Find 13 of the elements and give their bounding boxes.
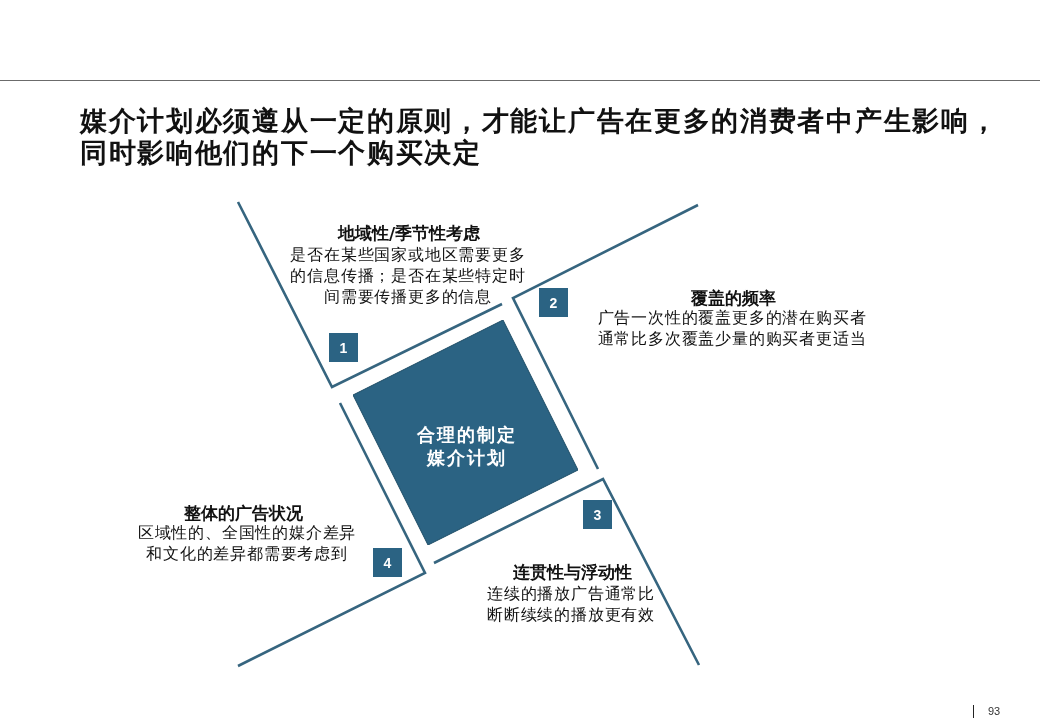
heading: 覆盖的频率	[690, 288, 776, 308]
heading: 连贯性与浮动性	[512, 562, 632, 582]
description-text: 连续的播放广告通常比断断续续的播放更有效	[486, 583, 656, 625]
page-number: 93	[987, 705, 1001, 718]
description-text: 是否在某些国家或地区需要更多的信息传播；是否在某些特定时间需要传播更多的信息	[289, 244, 527, 307]
heading: 地域性/季节性考虑	[337, 223, 481, 243]
number-badge: 4	[373, 548, 402, 577]
title: 媒介计划必须遵从一定的原则，才能让广告在更多的消费者中产生影响，同时影响他们的下一个购买决定	[80, 105, 1000, 169]
number-badge: 2	[539, 288, 568, 317]
heading: 整体的广告状况	[183, 503, 303, 523]
number-badge: 3	[583, 500, 612, 529]
description-text: 广告一次性的覆盖更多的潜在购买者通常比多次覆盖少量的购买者更适当	[596, 307, 868, 349]
number-badge: 1	[329, 333, 358, 362]
